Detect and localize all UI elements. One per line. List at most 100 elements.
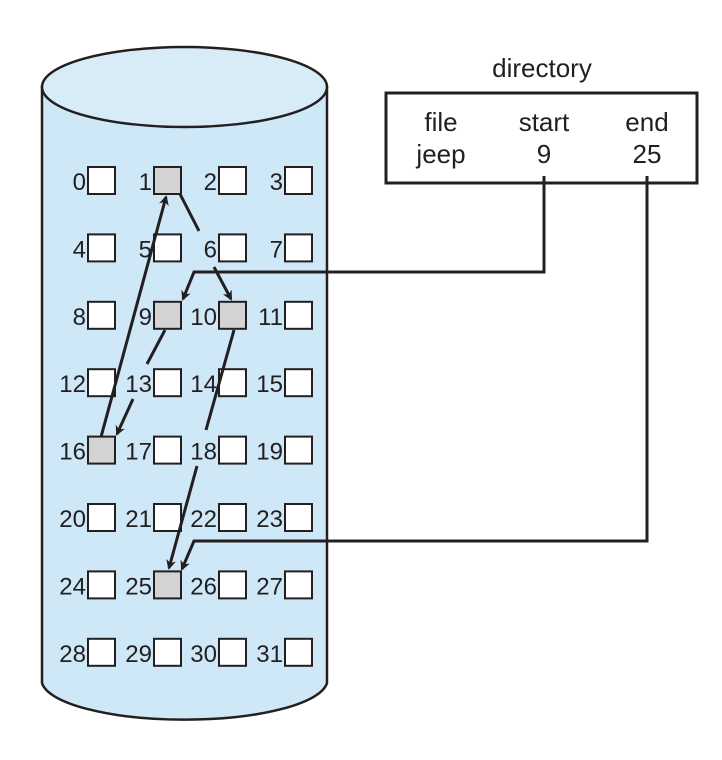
link-1-to-10-a <box>178 193 201 232</box>
block-number-label: 29 <box>125 641 152 668</box>
block-number-label: 21 <box>125 506 152 533</box>
disk-block: 30 <box>190 637 247 668</box>
disk-block: 26 <box>190 570 247 600</box>
block-number-label: 14 <box>190 371 217 398</box>
disk-block: 28 <box>59 637 116 668</box>
free-block-square <box>87 233 116 263</box>
end-pointer-arrow <box>180 176 649 571</box>
free-block-square <box>153 368 182 398</box>
directory-end-value: 25 <box>633 139 662 169</box>
link-10-to-25-b <box>166 465 199 570</box>
free-block-square <box>284 166 313 195</box>
used-block-square <box>153 166 182 195</box>
free-block-square <box>284 368 313 398</box>
directory-header-file: file <box>424 107 457 137</box>
block-number-label: 15 <box>256 371 283 398</box>
disk-block: 15 <box>256 368 313 398</box>
disk-block: 19 <box>256 435 313 466</box>
used-block-square <box>87 435 116 465</box>
link-9-to-16-b <box>115 398 135 436</box>
disk-block: 18 <box>190 435 247 466</box>
free-block-square <box>87 570 116 600</box>
block-number-label: 18 <box>190 439 217 466</box>
free-block-square <box>218 435 247 465</box>
disk-block: 6 <box>204 233 247 263</box>
disk-block: 17 <box>125 435 182 466</box>
free-block-square <box>284 570 313 600</box>
block-number-label: 7 <box>270 236 283 263</box>
disk-block: 22 <box>190 503 247 533</box>
free-block-square <box>284 637 313 667</box>
block-number-label: 8 <box>73 304 86 331</box>
block-number-label: 19 <box>256 439 283 466</box>
free-block-square <box>153 637 182 667</box>
block-number-label: 22 <box>190 506 217 533</box>
free-block-square <box>218 570 247 600</box>
start-pointer-arrow <box>181 176 546 301</box>
disk-block: 4 <box>73 233 116 263</box>
block-number-label: 28 <box>59 641 86 668</box>
block-number-label: 11 <box>258 304 283 331</box>
disk-block: 23 <box>256 503 313 533</box>
used-block-square <box>153 300 182 330</box>
disk-block: 13 <box>125 368 182 398</box>
disk-block: 8 <box>73 300 116 331</box>
link-9-to-16-a <box>145 329 167 365</box>
free-block-square <box>218 503 247 532</box>
block-number-label: 13 <box>125 371 152 398</box>
block-number-label: 12 <box>59 371 86 398</box>
free-block-square <box>284 435 313 465</box>
disk-block: 16 <box>59 435 116 466</box>
free-block-square <box>218 233 247 263</box>
free-block-square <box>284 503 313 532</box>
block-number-label: 0 <box>73 169 86 196</box>
disk-block: 0 <box>73 166 116 196</box>
free-block-square <box>87 503 116 532</box>
disk-block: 7 <box>270 233 313 263</box>
disk-cylinder-top <box>40 45 329 129</box>
block-number-label: 26 <box>190 573 217 600</box>
free-block-square <box>284 233 313 263</box>
disk-block: 3 <box>270 166 313 196</box>
disk-block: 27 <box>256 570 313 600</box>
block-number-label: 1 <box>139 169 152 196</box>
block-number-label: 6 <box>204 236 217 263</box>
free-block-square <box>284 300 313 330</box>
block-number-label: 31 <box>256 641 283 668</box>
disk-block: 10 <box>190 300 247 331</box>
disk-block: 2 <box>204 166 247 196</box>
block-number-label: 20 <box>59 506 86 533</box>
disk-block: 11 <box>258 300 313 331</box>
used-block-square <box>218 300 247 330</box>
block-number-label: 4 <box>73 236 86 263</box>
block-number-label: 3 <box>270 169 283 196</box>
disk-block: 29 <box>125 637 182 668</box>
directory-start-value: 9 <box>537 139 551 169</box>
block-number-label: 17 <box>125 439 152 466</box>
disk-block: 25 <box>125 570 182 600</box>
disk-block: 14 <box>190 368 247 398</box>
used-block-square <box>153 570 182 600</box>
block-number-label: 9 <box>139 304 152 331</box>
block-number-label: 30 <box>190 641 217 668</box>
disk-block: 21 <box>125 503 182 533</box>
free-block-square <box>218 166 247 195</box>
free-block-square <box>87 637 116 667</box>
free-block-square <box>87 368 116 398</box>
disk-block: 20 <box>59 503 116 533</box>
directory-table <box>384 91 699 185</box>
disk-block: 9 <box>139 300 182 331</box>
block-number-label: 27 <box>256 573 283 600</box>
link-16-to-1 <box>99 195 169 438</box>
disk-block: 31 <box>256 637 313 668</box>
disk-block: 12 <box>59 368 116 398</box>
block-number-label: 16 <box>59 439 86 466</box>
free-block-square <box>153 503 182 532</box>
block-number-label: 10 <box>190 304 217 331</box>
directory-header-end: end <box>625 107 668 137</box>
free-block-square <box>87 300 116 330</box>
block-number-label: 25 <box>125 573 152 600</box>
directory-file-value: jeep <box>415 139 465 169</box>
